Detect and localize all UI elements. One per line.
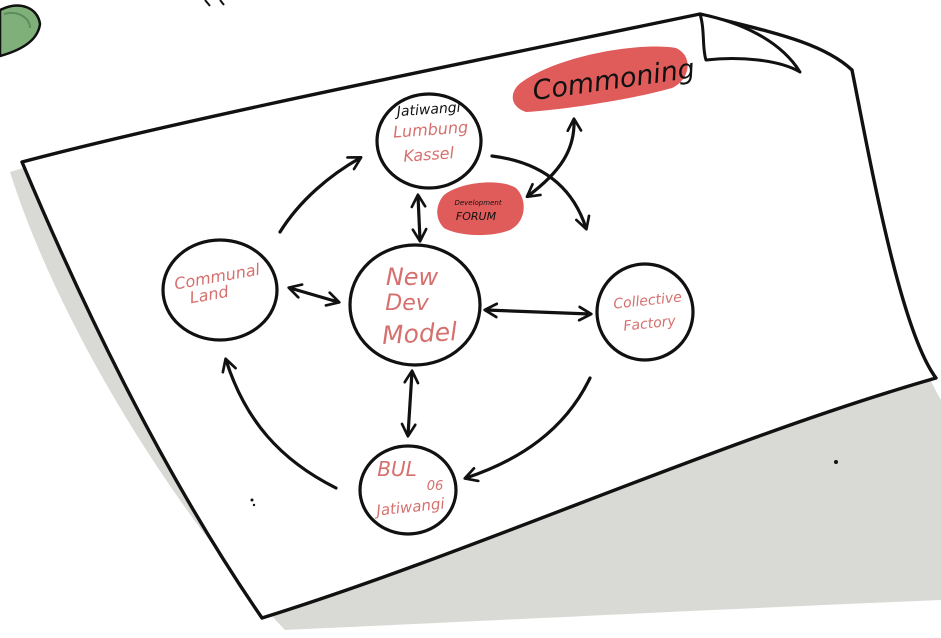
forum-badge-line2: FORUM: [456, 210, 497, 223]
center-node-line1: New: [386, 263, 439, 291]
left-node-circle: [161, 238, 279, 342]
right-node-line2: Factory: [623, 313, 678, 334]
paper-fold: [698, 12, 802, 74]
right-node-line1: Collective: [613, 289, 683, 312]
top-node-line1: Jatiwangi: [393, 100, 461, 121]
forum-badge-line1: Development: [454, 199, 501, 207]
arrow-right-bottom: [463, 376, 592, 483]
top-node-line3: Kassel: [403, 143, 455, 166]
arrow-top-right: [490, 154, 591, 231]
commoning-badge: [512, 46, 688, 112]
center-node-line3: Model: [381, 317, 458, 350]
arrow-top-center: [410, 193, 428, 243]
bottom-node-line2: 06: [427, 479, 444, 494]
bottom-node-line1: BUL: [377, 457, 417, 481]
center-node-line2: Dev: [385, 291, 429, 316]
ink-dot: [834, 460, 838, 464]
bottom-node-circle: [358, 444, 458, 536]
arrow-center-bottom: [400, 369, 420, 438]
center-node-circle: [348, 243, 482, 367]
top-node-circle: [375, 92, 483, 190]
arrow-left-top: [278, 156, 363, 234]
right-node-circle: [595, 262, 695, 362]
stroke-mark: [204, 0, 225, 7]
arrow-commoning-forum: [525, 117, 583, 199]
arrow-center-right: [483, 302, 593, 322]
arrow-left-center: [287, 283, 341, 307]
forum-badge: [437, 182, 524, 236]
arrow-bottom-left: [221, 357, 338, 490]
ink-dot: [250, 498, 254, 502]
ink-dot: [252, 503, 256, 507]
leaf-icon: [0, 4, 42, 58]
